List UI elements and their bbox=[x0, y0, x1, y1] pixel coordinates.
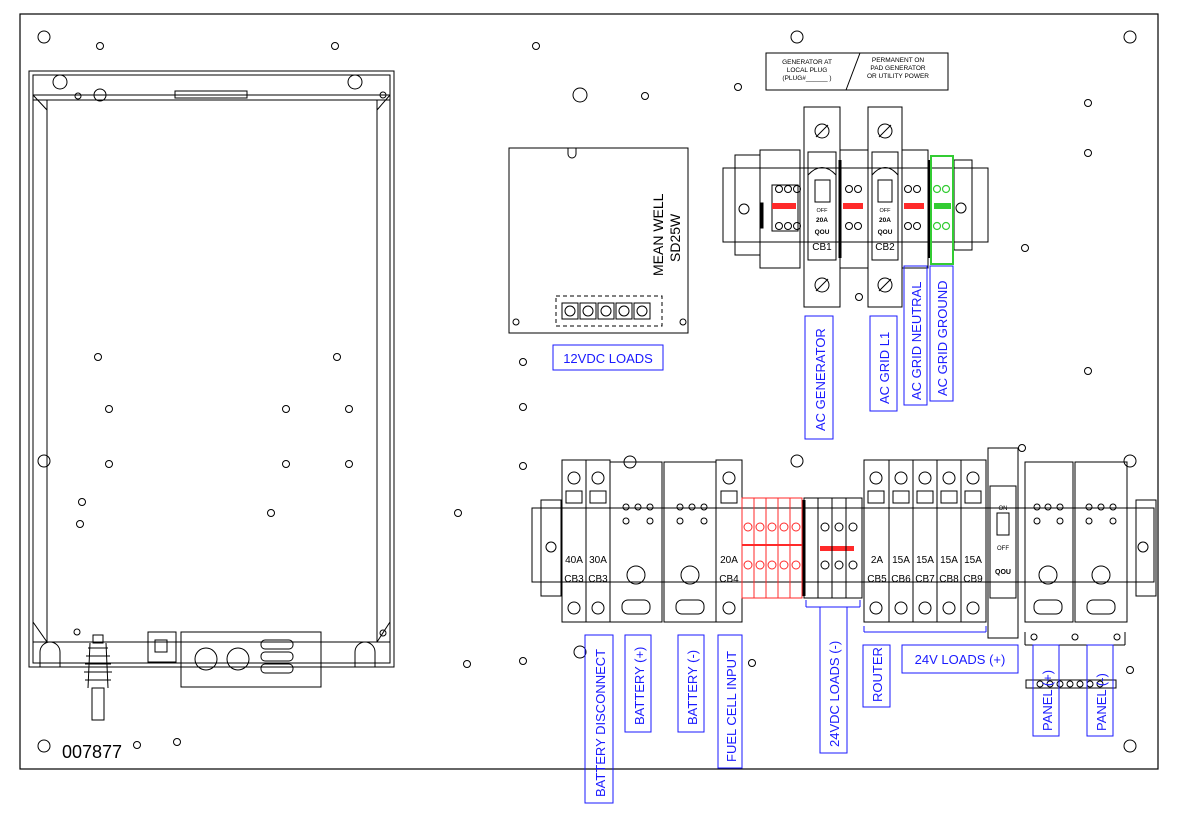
cb1-type: QOU bbox=[815, 229, 830, 236]
breaker-id-1: CB3 bbox=[564, 574, 584, 585]
label-ac-grid-ground: AC GRID GROUND bbox=[935, 280, 950, 396]
breaker-rating-5: 15A bbox=[892, 555, 910, 566]
breaker-rating-4: 2A bbox=[871, 555, 884, 566]
cb2-type: QOU bbox=[878, 229, 893, 236]
label-12vdc-loads: 12VDC LOADS bbox=[563, 351, 653, 366]
generator-sign-left-3: (PLUG#______ ) bbox=[782, 75, 831, 82]
breaker-rating-7: 15A bbox=[940, 555, 958, 566]
cb2-id: CB2 bbox=[875, 242, 895, 253]
mounting-holes bbox=[37, 30, 1137, 753]
breaker-cb2 bbox=[867, 106, 903, 308]
label-24v-loads-pos: 24V LOADS (+) bbox=[915, 652, 1006, 667]
dc-positive-terminals-red bbox=[741, 497, 803, 599]
breaker-rating-2: 30A bbox=[589, 555, 607, 566]
ac-jumper-red-3 bbox=[904, 203, 924, 209]
generator-sign-right-1: PERMANENT ON bbox=[872, 57, 925, 64]
left-enclosure bbox=[28, 70, 395, 721]
disconnect-off: OFF bbox=[997, 546, 1009, 552]
breaker-cb1 bbox=[803, 106, 841, 308]
ac-labels bbox=[804, 265, 954, 440]
disconnect-type: QOU bbox=[995, 569, 1011, 576]
power-supply-brand: MEAN WELL bbox=[650, 193, 666, 276]
label-ac-grid-neutral: AC GRID NEUTRAL bbox=[909, 282, 924, 400]
breaker-id-3: CB4 bbox=[719, 574, 739, 585]
generator-sign-right-2: PAD GENERATOR bbox=[870, 65, 926, 72]
label-12vdc-loads-box bbox=[552, 344, 664, 371]
breaker-rating-1: 40A bbox=[565, 555, 583, 566]
breaker-id-6: CB7 bbox=[915, 574, 935, 585]
mean-well-power-supply bbox=[508, 147, 689, 334]
cb1-id: CB1 bbox=[812, 242, 832, 253]
disconnect-on: ON bbox=[999, 506, 1008, 512]
label-panel-pos: PANEL (+) bbox=[1040, 670, 1055, 731]
cb1-state: OFF bbox=[817, 208, 829, 214]
power-supply-model: SD25W bbox=[667, 213, 683, 262]
breaker-rating-6: 15A bbox=[916, 555, 934, 566]
breaker-id-8: CB9 bbox=[963, 574, 983, 585]
label-battery-disconnect: BATTERY DISCONNECT bbox=[593, 649, 608, 797]
cb1-rating: 20A bbox=[816, 217, 828, 224]
breaker-id-4: CB5 bbox=[867, 574, 887, 585]
ac-jumper-red-2 bbox=[843, 203, 863, 209]
backplate-outline bbox=[19, 13, 1159, 770]
label-router: ROUTER bbox=[870, 647, 885, 702]
label-ac-generator: AC GENERATOR bbox=[813, 328, 828, 431]
breaker-rating-3: 20A bbox=[720, 555, 738, 566]
label-ac-grid-l1: AC GRID L1 bbox=[877, 332, 892, 404]
generator-sign-left-1: GENERATOR AT bbox=[782, 59, 832, 66]
generator-sign-right-3: OR UTILITY POWER bbox=[867, 73, 929, 80]
breaker-id-7: CB8 bbox=[939, 574, 959, 585]
label-24vdc-loads-neg: 24VDC LOADS (-) bbox=[827, 641, 842, 747]
breaker-rating-8: 15A bbox=[964, 555, 982, 566]
label-panel-neg: PANEL (-) bbox=[1094, 673, 1109, 731]
cb2-state: OFF bbox=[880, 208, 892, 214]
breaker-id-5: CB6 bbox=[891, 574, 911, 585]
label-battery-pos: BATTERY (+) bbox=[632, 647, 647, 725]
ac-jumper-red-1 bbox=[772, 203, 796, 209]
generator-sign: GENERATOR AT LOCAL PLUG (PLUG#______ ) P… bbox=[765, 52, 949, 91]
label-battery-neg: BATTERY (-) bbox=[685, 650, 700, 725]
ground-terminal-green bbox=[930, 155, 954, 265]
generator-sign-left-2: LOCAL PLUG bbox=[787, 67, 828, 74]
cb2-rating: 20A bbox=[879, 217, 891, 224]
dc-negative-jumper bbox=[820, 546, 854, 551]
dc-label-boxes bbox=[584, 600, 1114, 804]
dc-din-rail bbox=[531, 447, 1157, 639]
label-fuel-cell-input: FUEL CELL INPUT bbox=[724, 651, 739, 762]
breaker-id-2: CB3 bbox=[588, 574, 608, 585]
panel-id: 007877 bbox=[62, 742, 122, 762]
ground-jumper-green bbox=[934, 203, 951, 209]
dc-negative-terminals bbox=[817, 498, 858, 598]
